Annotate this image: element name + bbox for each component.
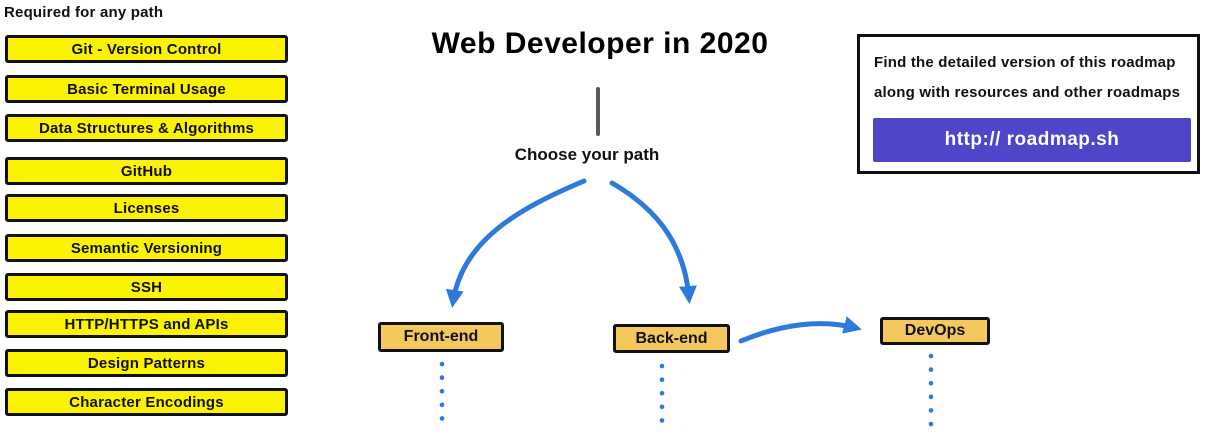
info-box-line-1: Find the detailed version of this roadma…	[874, 54, 1176, 71]
topic-semantic-versioning[interactable]: Semantic Versioning	[5, 234, 288, 262]
arrow-choose-to-frontend	[445, 178, 587, 308]
topic-github[interactable]: GitHub	[5, 157, 288, 185]
path-box-backend[interactable]: Back-end	[613, 324, 730, 353]
topic-git-version-control[interactable]: Git - Version Control	[5, 35, 288, 63]
left-panel-heading: Required for any path	[4, 4, 164, 21]
info-box-line-2: along with resources and other roadmaps	[874, 84, 1181, 101]
topic-data-structures-algorithms[interactable]: Data Structures & Algorithms	[5, 114, 288, 142]
info-box: Find the detailed version of this roadma…	[857, 34, 1200, 174]
topic-design-patterns[interactable]: Design Patterns	[5, 349, 288, 377]
topic-character-encodings[interactable]: Character Encodings	[5, 388, 288, 416]
choose-your-path-label: Choose your path	[514, 145, 660, 164]
arrow-backend-to-devops	[738, 316, 862, 344]
roadmap-url-button[interactable]: http:// roadmap.sh	[873, 118, 1191, 162]
path-box-frontend[interactable]: Front-end	[378, 322, 504, 352]
page-title: Web Developer in 2020	[431, 27, 769, 60]
topic-http-https-apis[interactable]: HTTP/HTTPS and APIs	[5, 310, 288, 338]
topic-basic-terminal-usage[interactable]: Basic Terminal Usage	[5, 75, 288, 103]
topic-licenses[interactable]: Licenses	[5, 194, 288, 222]
topic-ssh[interactable]: SSH	[5, 273, 288, 301]
arrow-choose-to-backend	[609, 180, 697, 304]
path-box-devops[interactable]: DevOps	[880, 317, 990, 345]
